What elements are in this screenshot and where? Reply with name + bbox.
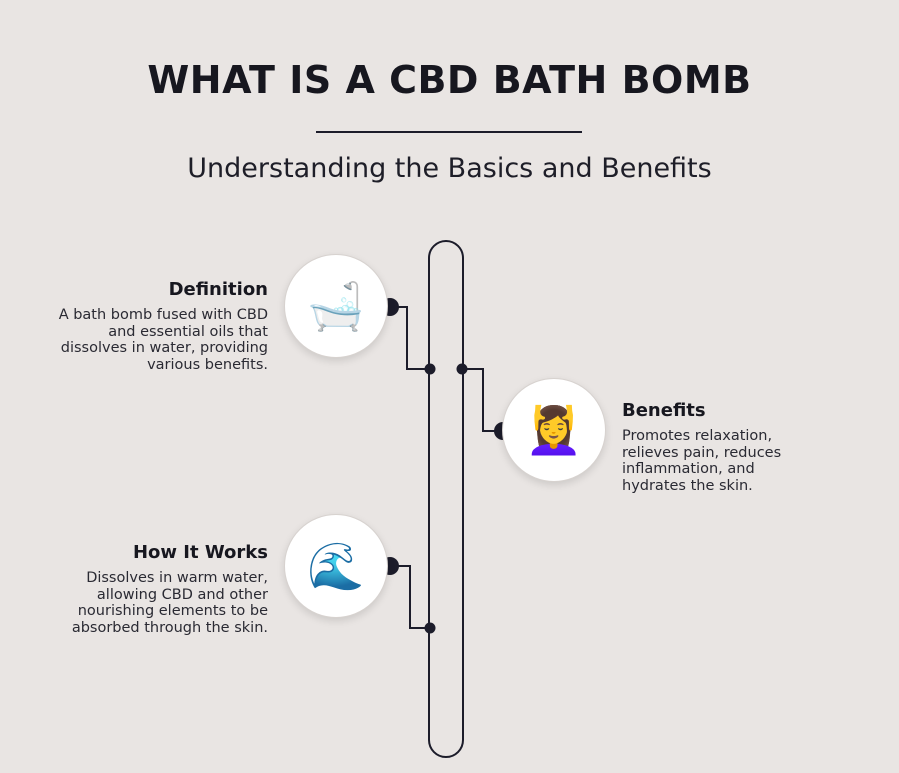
connector-how-it-works [390,565,430,629]
benefits-text: Promotes relaxation, relieves pain, redu… [622,428,782,494]
bathtub-icon: 🛁 [307,280,365,332]
central-track [428,240,464,758]
benefits-icon-circle: 💆‍♀️ [502,378,606,482]
node-benefits-inner [456,363,468,375]
node-how-it-works-inner [424,622,436,634]
page-title: WHAT IS A CBD BATH BOMB [147,58,752,102]
connector-benefits [462,368,503,432]
definition-block: Definition A bath bomb fused with CBD an… [40,279,268,373]
how-it-works-text: Dissolves in warm water, allowing CBD an… [71,570,268,636]
page-subtitle: Understanding the Basics and Benefits [187,153,712,184]
how-it-works-heading: How It Works [132,542,268,563]
definition-text: A bath bomb fused with CBD and essential… [58,307,268,373]
benefits-block: Benefits Promotes relaxation, relieves p… [622,400,812,494]
how-it-works-block: How It Works Dissolves in warm water, al… [40,542,268,636]
definition-icon-circle: 🛁 [284,254,388,358]
benefits-heading: Benefits [622,400,706,421]
definition-heading: Definition [168,279,268,300]
title-divider [316,131,582,133]
node-definition-inner [424,363,436,375]
head-massage-icon: 💆‍♀️ [525,404,583,456]
water-wave-icon: 🌊 [307,540,365,592]
connector-definition [390,306,430,370]
how-it-works-icon-circle: 🌊 [284,514,388,618]
